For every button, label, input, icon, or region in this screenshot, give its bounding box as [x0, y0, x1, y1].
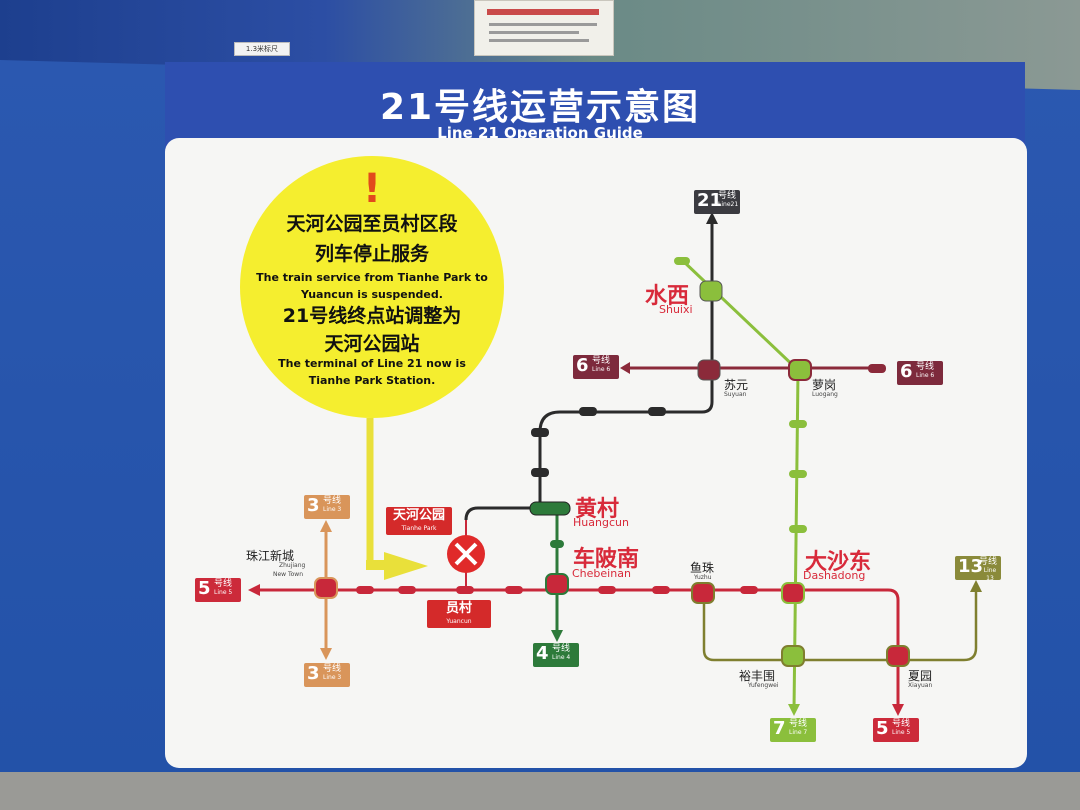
station-suyuan-zh: 苏元	[724, 378, 749, 392]
line21-green-branch	[680, 258, 802, 374]
station-yuancun-label: 员村 Yuancun	[427, 600, 491, 628]
station-huangcun-en: Huangcun	[573, 516, 629, 529]
station-tianhepark-en: Tianhe Park	[401, 525, 437, 532]
station-shuixi-en: Shuixi	[659, 303, 693, 316]
board-subtitle: Line 21 Operation Guide	[437, 124, 643, 142]
station-zhujiang-en1: Zhujiang	[279, 562, 306, 569]
line5-trains	[356, 364, 886, 594]
height-tag: 1.3米标尺	[234, 42, 290, 56]
station-yuzhu-zh: 鱼珠	[690, 561, 715, 575]
station-tianhepark-zh: 天河公园	[392, 508, 445, 523]
notice-zh-line1: 天河公园至员村区段	[286, 213, 458, 235]
wall-notice-paper	[474, 0, 614, 56]
station-suyuan-en: Suyuan	[724, 391, 747, 398]
service-notice: ! 天河公园至员村区段 列车停止服务 The train service fro…	[240, 156, 504, 418]
station-luogang-en: Luogang	[812, 391, 838, 398]
station-markers	[314, 280, 910, 667]
line21-arrow	[706, 212, 718, 224]
station-zhujiang-en2: New Town	[273, 571, 304, 578]
line13-route	[702, 588, 978, 662]
station-xiayuan-en: Xiayuan	[908, 682, 933, 689]
closed-station-icon	[447, 535, 485, 573]
station-yufengwei-en: Yufengwei	[748, 682, 779, 689]
station-shuixi-zh: 水西	[645, 284, 690, 309]
line21-to-tianhe	[464, 506, 540, 521]
warning-icon: !	[362, 166, 382, 212]
line5-route	[260, 588, 900, 710]
line4-trains	[550, 540, 564, 548]
station-huangcun-zh: 黄村	[575, 497, 620, 522]
line21-trains	[531, 407, 666, 477]
station-chebeinan-en: Chebeinan	[572, 567, 631, 580]
station-xiayuan-zh: 夏园	[908, 669, 933, 683]
notice-en-line2: Yuancun is suspended.	[301, 288, 443, 301]
notice-en-line1: The train service from Tianhe Park to	[256, 271, 488, 284]
station-luogang-zh: 萝岗	[812, 378, 837, 392]
station-chebeinan-zh: 车陂南	[573, 547, 640, 572]
station-yuzhu-en: Yuzhu	[694, 574, 712, 581]
notice-arrow-head	[384, 552, 428, 580]
notice-zh-line2: 列车停止服务	[314, 243, 429, 265]
station-yuancun-zh: 员村	[445, 601, 472, 616]
station-dashadong-en: Dashadong	[803, 569, 866, 582]
notice-en-line4: Tianhe Park Station.	[308, 374, 436, 387]
line7-trains	[674, 257, 807, 533]
station-tianhepark-label: 天河公园 Tianhe Park	[386, 507, 452, 535]
station-yuancun-en: Yuancun	[446, 618, 472, 625]
station-yufengwei-zh: 裕丰围	[739, 669, 776, 683]
notice-en-line3: The terminal of Line 21 now is	[278, 357, 466, 370]
station-zhujiang-zh: 珠江新城	[246, 549, 295, 563]
station-dashadong-zh: 大沙东	[805, 550, 872, 575]
board-title: 21号线运营示意图	[379, 87, 701, 128]
notice-zh-line3: 21号线终点站调整为	[282, 305, 462, 327]
notice-zh-line4: 天河公园站	[324, 333, 420, 355]
line21-route	[538, 218, 714, 508]
